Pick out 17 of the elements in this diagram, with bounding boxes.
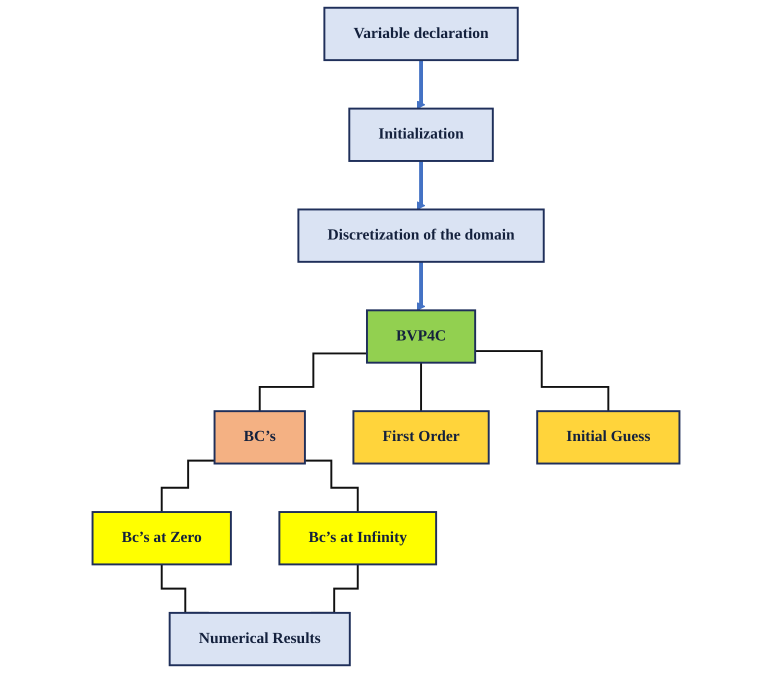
node-box: Discretization of the domain [297, 208, 545, 263]
node-box: Variable declaration [323, 6, 519, 62]
node-box: Bc’s at Zero [92, 511, 232, 566]
node-box: BVP4C [366, 309, 476, 364]
arrow [416, 58, 426, 109]
node-box: First Order [352, 410, 490, 464]
node-box: Bc’s at Infinity [278, 511, 438, 566]
connector [258, 352, 367, 412]
connector [420, 362, 422, 412]
connector [475, 350, 610, 412]
node-box: Initial Guess [536, 410, 680, 464]
connector [304, 460, 359, 513]
node-box: Numerical Results [168, 612, 351, 666]
connector [160, 460, 215, 513]
node-box: Initialization [348, 108, 494, 162]
node-box: BC’s [214, 410, 306, 464]
arrow [416, 159, 426, 210]
